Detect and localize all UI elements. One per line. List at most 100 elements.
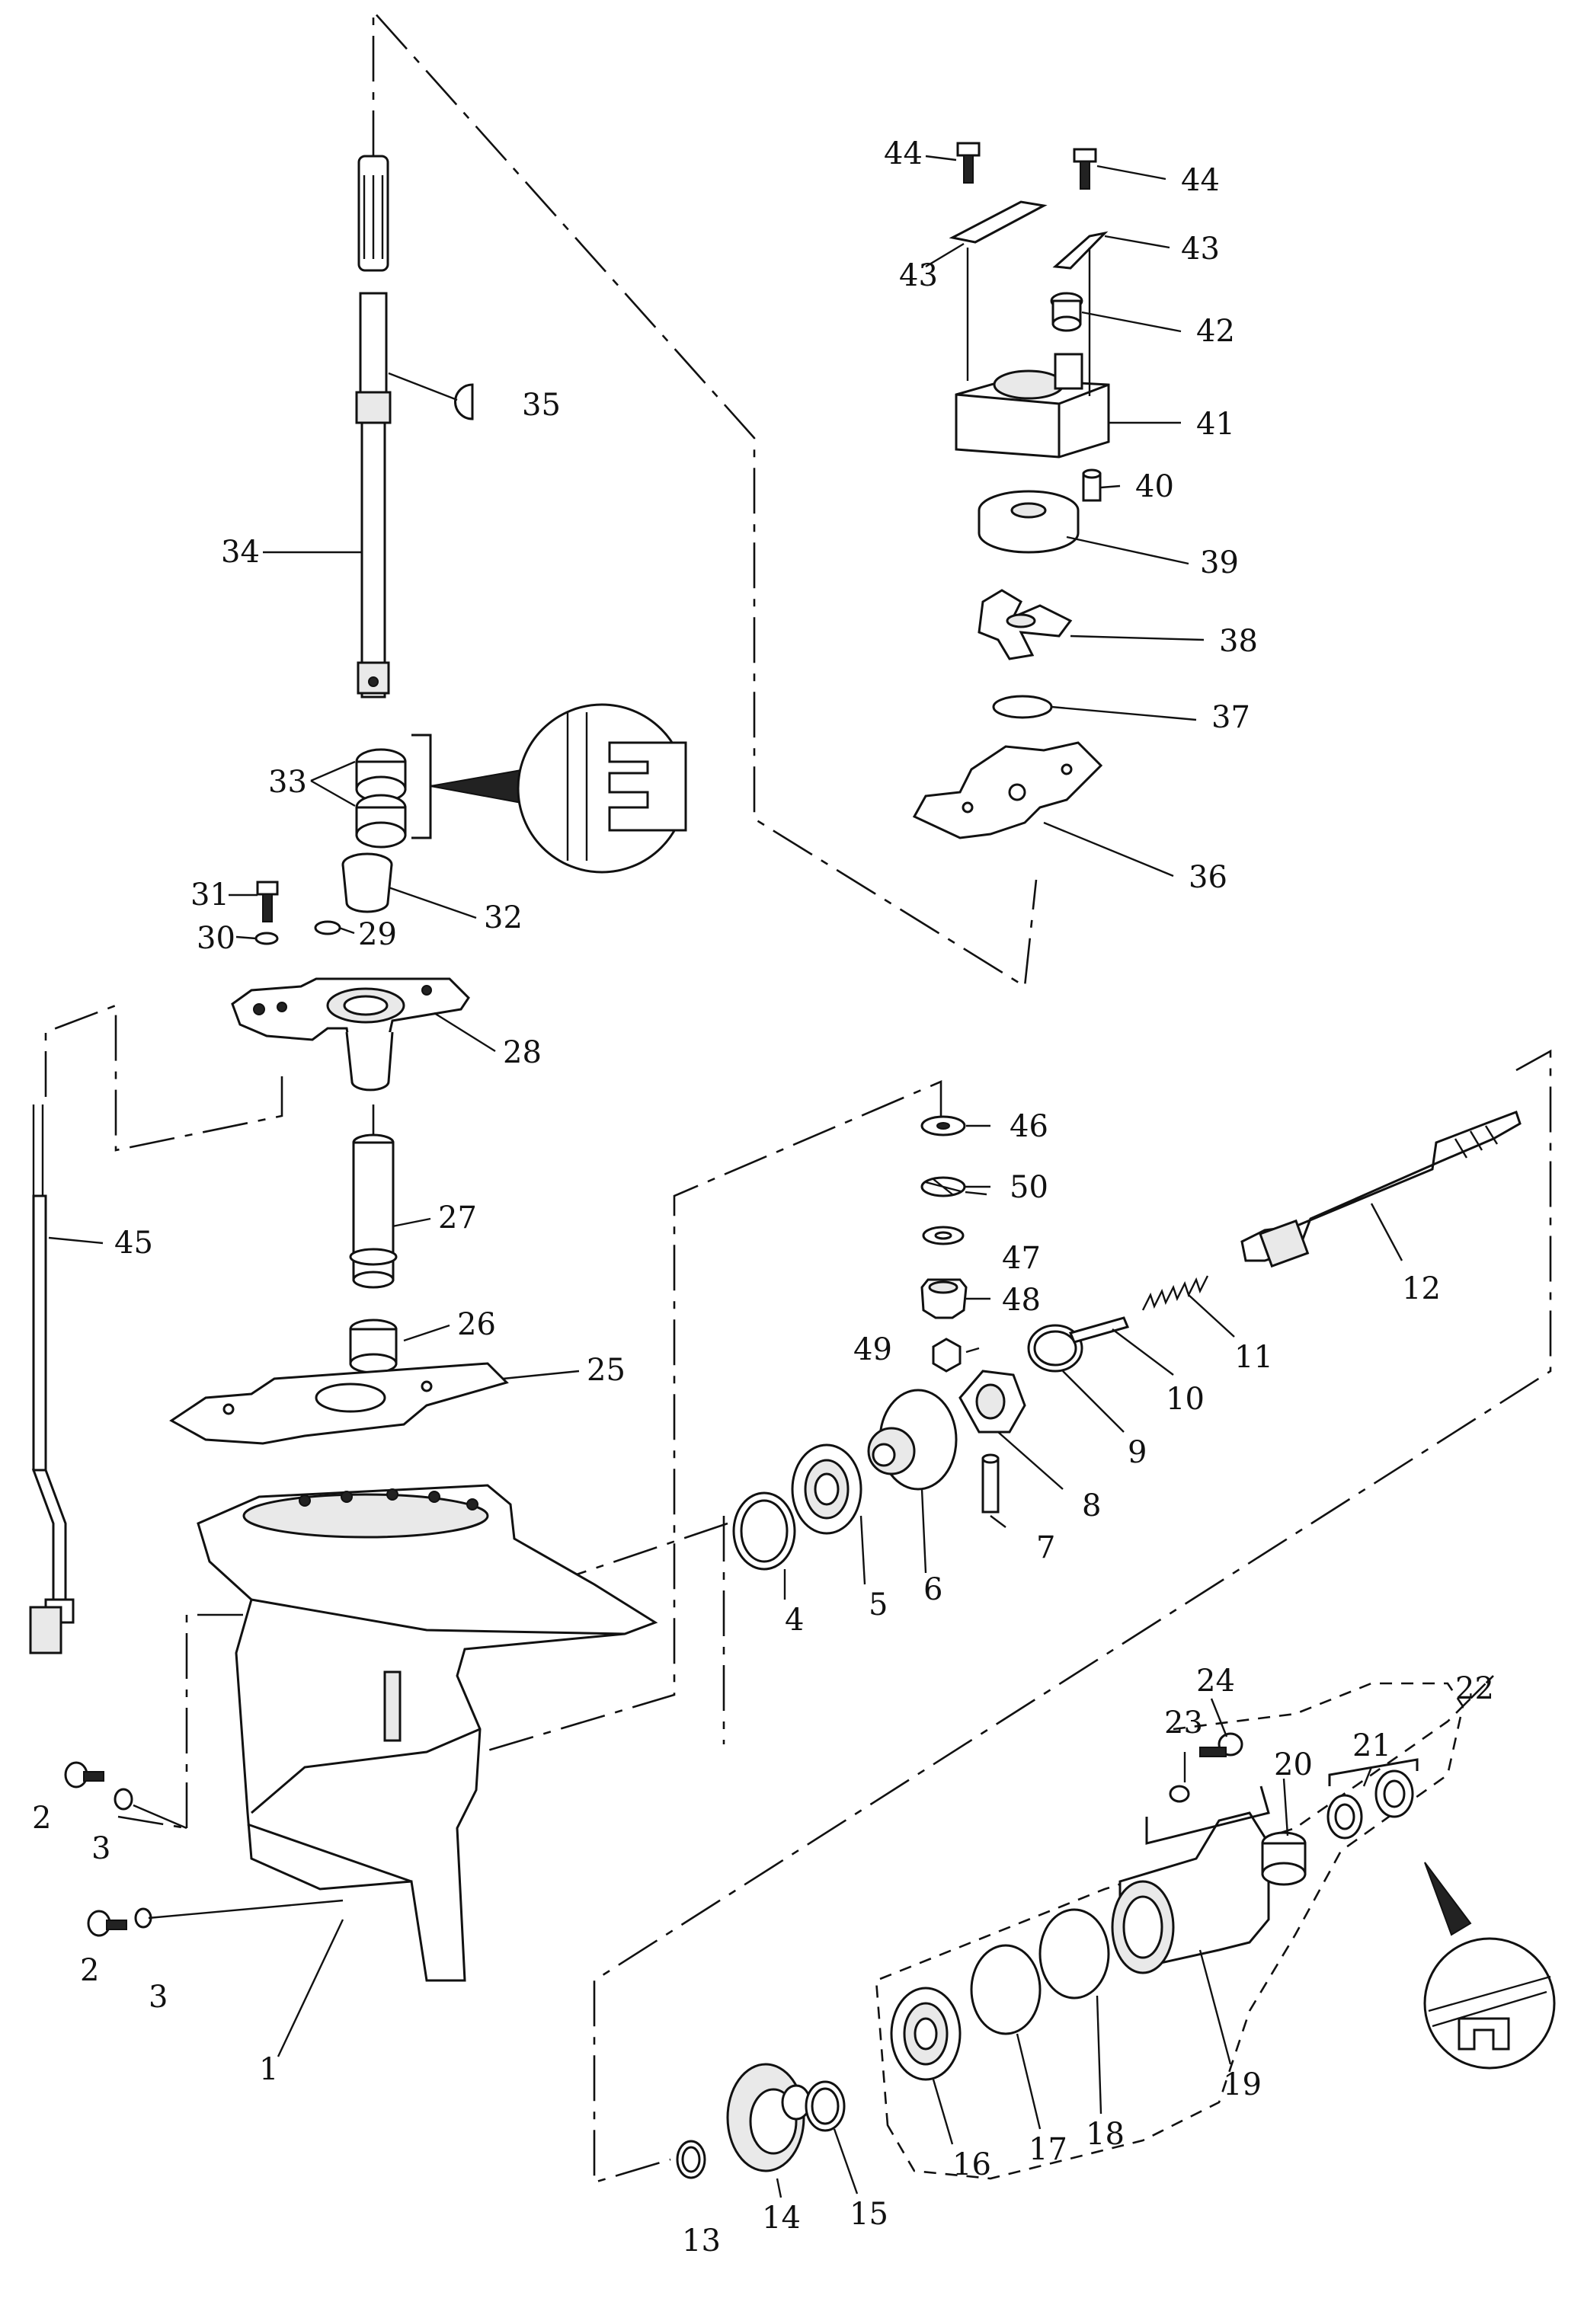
part-label-41: 41: [1196, 407, 1235, 442]
plate-43-left: [949, 200, 1048, 244]
part-label-21: 21: [1352, 1728, 1391, 1763]
part-label-23: 23: [1164, 1705, 1203, 1741]
part-label-15: 15: [850, 2197, 888, 2232]
bushing-20: [1261, 1831, 1307, 1886]
plate-36: [912, 741, 1103, 839]
part-label-45: 45: [114, 1226, 153, 1261]
part-label-19: 19: [1223, 2067, 1262, 2102]
plate-43-right: [1052, 231, 1109, 270]
spring-clip-9: [1027, 1324, 1083, 1373]
part-label-8: 8: [1082, 1488, 1101, 1523]
screw-24: [1199, 1732, 1243, 1757]
gear-14: [726, 2063, 811, 2172]
shim-15: [805, 2080, 846, 2132]
shift-rod-45: [29, 1104, 75, 1654]
part-label-43: 43: [899, 258, 938, 293]
part-label-4: 4: [785, 1603, 804, 1638]
bracket-21: [1328, 1758, 1419, 1786]
clutch-8: [958, 1370, 1026, 1434]
part-label-35: 35: [522, 388, 561, 423]
part-label-29: 29: [358, 917, 397, 952]
o-ring-29: [314, 920, 341, 935]
part-label-30: 30: [197, 921, 235, 956]
bearing-housing-19: [1111, 1811, 1270, 1974]
part-label-36: 36: [1189, 860, 1227, 895]
seal-detail-magnifier: [430, 703, 687, 874]
screw-2-lower: [87, 1910, 127, 1937]
part-label-25: 25: [587, 1353, 626, 1388]
part-label-22: 22: [1455, 1671, 1494, 1706]
retainer-50: [920, 1176, 966, 1197]
grommet-42: [1050, 292, 1083, 332]
part-label-2: 2: [80, 1953, 99, 1988]
washer-13: [676, 2140, 706, 2179]
part-label-3: 3: [149, 1980, 168, 2015]
part-label-24: 24: [1196, 1664, 1235, 1699]
part-label-33: 33: [268, 765, 307, 800]
propeller-shaft-12: [1240, 1111, 1522, 1268]
part-label-40: 40: [1135, 469, 1174, 504]
part-label-16: 16: [952, 2147, 991, 2182]
part-label-28: 28: [503, 1035, 542, 1070]
drive-shaft-housing-28: [231, 977, 470, 1092]
shim-47: [922, 1226, 965, 1245]
o-ring-18: [1038, 1908, 1110, 2000]
o-ring-17: [970, 1944, 1042, 2035]
washer-23: [1169, 1785, 1190, 1803]
bolt-44-right: [1073, 148, 1097, 190]
seal-21b: [1374, 1769, 1414, 1818]
part-label-43: 43: [1181, 232, 1220, 267]
part-label-6: 6: [923, 1572, 942, 1607]
part-label-44: 44: [884, 136, 923, 171]
seal-detail-magnifier-2: [1423, 1862, 1556, 2070]
part-label-5: 5: [869, 1587, 888, 1622]
part-label-34: 34: [221, 535, 260, 570]
woodruff-key: [454, 383, 474, 420]
bushing-32: [341, 852, 393, 913]
part-label-26: 26: [457, 1307, 496, 1342]
part-label-44: 44: [1181, 163, 1220, 198]
part-label-48: 48: [1002, 1283, 1041, 1318]
gear-case-1: [197, 1484, 658, 1982]
pin-40: [1082, 468, 1102, 502]
part-label-2: 2: [32, 1801, 51, 1836]
bolt-31: [256, 881, 279, 922]
pump-liner-39: [978, 490, 1080, 554]
bracket-23-24: [1145, 1785, 1270, 1845]
part-label-17: 17: [1029, 2132, 1067, 2167]
part-label-42: 42: [1196, 314, 1235, 349]
pinion-48: [920, 1278, 968, 1319]
pin-7: [981, 1453, 1000, 1514]
part-label-3: 3: [91, 1831, 110, 1866]
part-label-27: 27: [438, 1200, 477, 1236]
part-label-13: 13: [682, 2223, 721, 2258]
part-label-47: 47: [1002, 1241, 1041, 1276]
water-tube-27: [349, 1133, 398, 1289]
o-ring-37: [992, 695, 1053, 719]
gear-6: [867, 1389, 958, 1491]
plunger-10: [1068, 1316, 1130, 1344]
bearing-16: [890, 1987, 962, 2081]
washer-46: [920, 1115, 966, 1136]
part-label-18: 18: [1086, 2117, 1125, 2152]
part-label-50: 50: [1010, 1170, 1048, 1205]
leader-lines: [48, 155, 1403, 2198]
oil-seals: [355, 734, 526, 849]
o-ring-4: [732, 1491, 796, 1571]
washer-3-upper: [114, 1788, 133, 1811]
spring-11: [1141, 1275, 1209, 1311]
part-label-37: 37: [1211, 700, 1250, 735]
seal-21a: [1326, 1794, 1363, 1840]
washer-30: [254, 932, 279, 945]
part-label-20: 20: [1274, 1747, 1313, 1782]
part-label-7: 7: [1036, 1530, 1055, 1565]
nut-49: [932, 1338, 962, 1373]
screw-2-upper: [64, 1761, 104, 1789]
part-label-39: 39: [1200, 545, 1239, 580]
bearing-5: [791, 1443, 862, 1535]
part-label-38: 38: [1219, 624, 1258, 659]
part-label-49: 49: [853, 1332, 892, 1367]
impeller-38: [978, 589, 1073, 660]
part-label-31: 31: [190, 877, 229, 913]
